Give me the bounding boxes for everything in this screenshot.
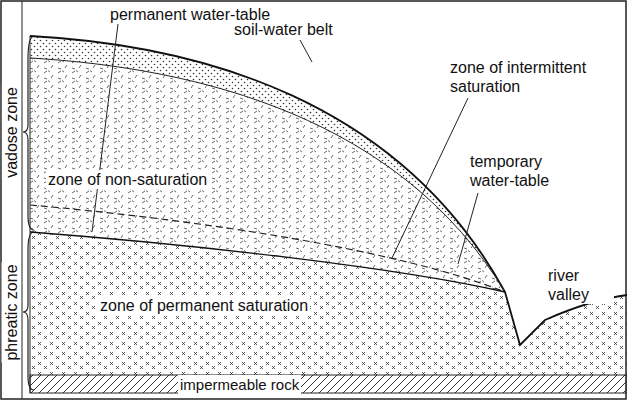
zone-label: zone of permanent saturation xyxy=(98,296,310,315)
zone-band: zone of permanent saturation xyxy=(98,296,310,315)
callout-label: soil-water belt xyxy=(232,20,335,39)
callout-label: temporary water-table xyxy=(468,152,584,190)
zone-label: impermeable rock xyxy=(178,375,301,394)
zone-label: zone of non-saturation xyxy=(46,170,209,189)
zone-band: impermeable rock xyxy=(178,375,301,394)
axis-label: phreatic zone xyxy=(2,262,21,362)
axis-label: vadose zone xyxy=(2,85,21,180)
callout-label: river valley xyxy=(546,266,614,304)
callout-label: zone of intermittent saturation xyxy=(448,58,622,96)
zone-band: zone of non-saturation xyxy=(46,170,209,189)
